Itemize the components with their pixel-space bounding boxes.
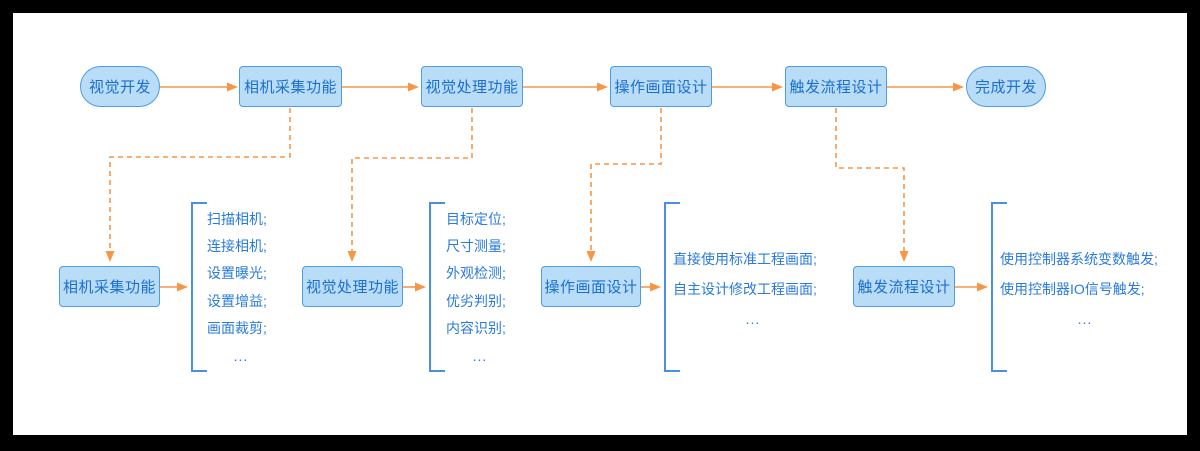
list-item: 使用控制器系统变数触发; bbox=[1000, 251, 1158, 267]
bracket-camera bbox=[191, 202, 207, 372]
flow-arrow-2 bbox=[342, 82, 419, 92]
flow-node-camera: 相机采集功能 bbox=[239, 66, 342, 107]
detail-list-vision: 目标定位; 尺寸测量; 外观检测; 优劣判别; 内容识别;... bbox=[446, 205, 514, 369]
list-item: 自主设计修改工程画面; bbox=[673, 281, 817, 297]
list-item: 目标定位; bbox=[446, 210, 506, 227]
list-item: 连接相机; bbox=[207, 238, 267, 255]
detail-node-screen: 操作画面设计 bbox=[541, 266, 641, 307]
detail-list-screen: 直接使用标准工程画面; 自主设计修改工程画面;... bbox=[673, 244, 833, 334]
list-item: 尺寸测量; bbox=[446, 238, 506, 255]
list-item: ... bbox=[1077, 311, 1093, 327]
dashed-connector-trigger bbox=[835, 108, 909, 262]
flow-node-finish: 完成开发 bbox=[966, 66, 1046, 107]
detail-node-trigger: 触发流程设计 bbox=[853, 266, 955, 307]
dashed-connector-vision bbox=[347, 108, 473, 262]
flow-arrow-5 bbox=[887, 82, 964, 92]
list-item: ... bbox=[472, 347, 488, 364]
flow-arrow-3 bbox=[523, 82, 608, 92]
flow-node-trigger: 触发流程设计 bbox=[785, 66, 887, 107]
list-item: 画面裁剪; bbox=[207, 320, 267, 337]
list-item: 直接使用标准工程画面; bbox=[673, 251, 817, 267]
dashed-connector-camera bbox=[105, 108, 291, 262]
detail-list-camera: 扫描相机; 连接相机; 设置曝光; 设置增益; 画面裁剪;... bbox=[207, 205, 275, 369]
detail-arrow-screen bbox=[641, 282, 661, 292]
detail-node-camera: 相机采集功能 bbox=[59, 266, 160, 307]
list-item: ... bbox=[745, 311, 761, 327]
detail-arrow-trigger bbox=[955, 282, 988, 292]
detail-arrow-camera bbox=[160, 282, 188, 292]
detail-node-vision: 视觉处理功能 bbox=[302, 266, 403, 307]
list-item: 外观检测; bbox=[446, 265, 506, 282]
list-item: 优劣判别; bbox=[446, 292, 506, 309]
flow-node-vision: 视觉处理功能 bbox=[421, 66, 523, 107]
flow-arrow-1 bbox=[160, 82, 238, 92]
list-item: 扫描相机; bbox=[207, 210, 267, 227]
list-item: 内容识别; bbox=[446, 320, 506, 337]
list-item: 设置增益; bbox=[207, 292, 267, 309]
detail-list-trigger: 使用控制器系统变数触发; 使用控制器IO信号触发;... bbox=[1000, 244, 1170, 334]
list-item: 设置曝光; bbox=[207, 265, 267, 282]
bracket-trigger bbox=[991, 202, 1007, 372]
bracket-screen bbox=[664, 202, 680, 372]
dashed-connector-screen bbox=[586, 108, 662, 262]
flow-node-start: 视觉开发 bbox=[80, 66, 160, 107]
list-item: 使用控制器IO信号触发; bbox=[1000, 281, 1145, 297]
list-item: ... bbox=[233, 347, 249, 364]
bracket-vision bbox=[429, 202, 445, 372]
flow-node-screen: 操作画面设计 bbox=[610, 66, 712, 107]
flow-arrow-4 bbox=[712, 82, 783, 92]
detail-arrow-vision bbox=[403, 282, 426, 292]
